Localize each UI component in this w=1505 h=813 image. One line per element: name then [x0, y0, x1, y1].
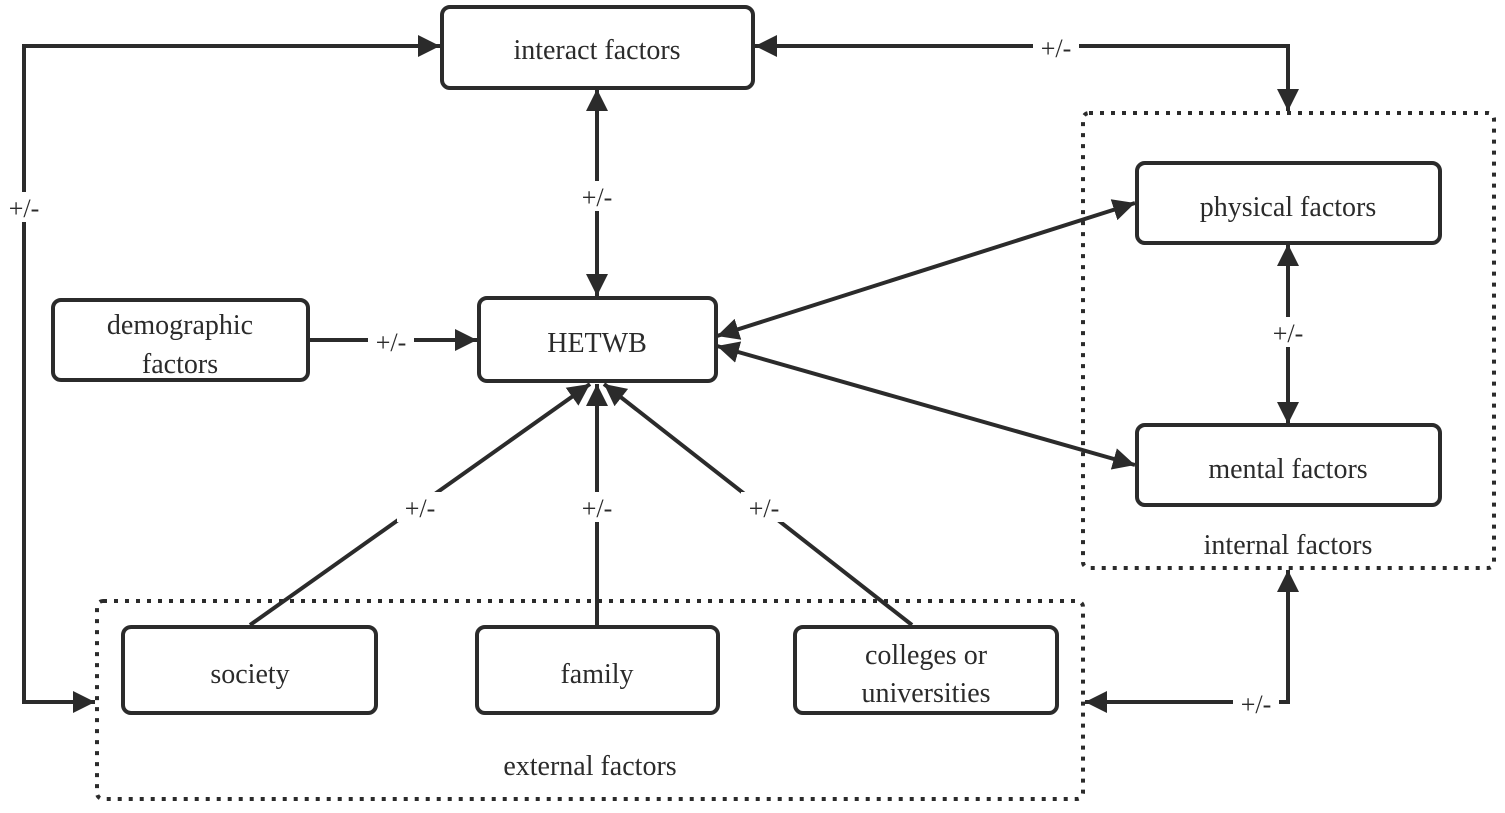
node-demographic-factors-line1: demographic: [107, 310, 253, 341]
label-family-hetwb-group: +/-: [574, 492, 620, 523]
label-interact-hetwb-group: +/-: [574, 181, 620, 212]
node-interact-factors: interact factors: [440, 5, 755, 90]
external-factors-border: [95, 599, 1085, 801]
node-family: family: [475, 625, 720, 715]
edge-hetwb-mental: [716, 341, 1136, 470]
node-demographic-factors-line2: factors: [142, 349, 218, 380]
edge-interact-internal: [755, 35, 1299, 111]
node-family-label: family: [560, 659, 633, 690]
node-demographic-factors: demographic factors: [51, 298, 310, 382]
label-interact-external-group: +/-: [1, 192, 47, 223]
label-society-hetwb-group: +/-: [397, 492, 443, 523]
edge-label-external-internal: +/-: [1241, 690, 1272, 719]
edge-label-interact-hetwb: +/-: [582, 183, 613, 212]
edge-interact-external: [22, 35, 440, 713]
internal-factors-label: internal factors: [1204, 530, 1373, 561]
internal-factors-border: [1081, 111, 1496, 570]
node-hetwb: HETWB: [477, 296, 718, 383]
node-physical-factors: physical factors: [1135, 161, 1442, 245]
edge-labels: +/- +/- +/- +/- +/- +/- +/- +/-: [1, 32, 1311, 719]
node-colleges-line1: colleges or: [865, 640, 988, 671]
label-physical-mental-group: +/-: [1265, 317, 1311, 348]
label-interact-internal-group: +/-: [1033, 32, 1079, 63]
edge-label-society-hetwb: +/-: [405, 494, 436, 523]
internal-factors-group: [1081, 111, 1496, 570]
edge-label-colleges-hetwb: +/-: [749, 494, 780, 523]
node-hetwb-label: HETWB: [547, 328, 647, 359]
node-colleges-line2: universities: [861, 678, 990, 709]
node-mental-factors: mental factors: [1135, 423, 1442, 507]
edge-label-interact-external: +/-: [9, 194, 40, 223]
edge-label-interact-internal: +/-: [1041, 34, 1072, 63]
node-mental-factors-label: mental factors: [1208, 454, 1367, 485]
label-colleges-hetwb-group: +/-: [741, 492, 787, 523]
node-society-label: society: [210, 659, 289, 690]
edge-hetwb-physical: [716, 199, 1136, 340]
node-physical-factors-label: physical factors: [1200, 192, 1377, 223]
edge-label-demographic-hetwb: +/-: [376, 328, 407, 357]
node-interact-factors-label: interact factors: [513, 35, 680, 66]
external-factors-group: [95, 599, 1085, 801]
node-society: society: [121, 625, 378, 715]
label-demographic-hetwb-group: +/-: [368, 326, 414, 357]
edge-label-family-hetwb: +/-: [582, 494, 613, 523]
label-external-internal-group: +/-: [1233, 688, 1279, 719]
external-factors-label: external factors: [503, 751, 676, 782]
edge-external-internal: [1085, 570, 1299, 713]
node-colleges-or-universities: colleges or universities: [793, 625, 1059, 715]
edge-label-physical-mental: +/-: [1273, 319, 1304, 348]
